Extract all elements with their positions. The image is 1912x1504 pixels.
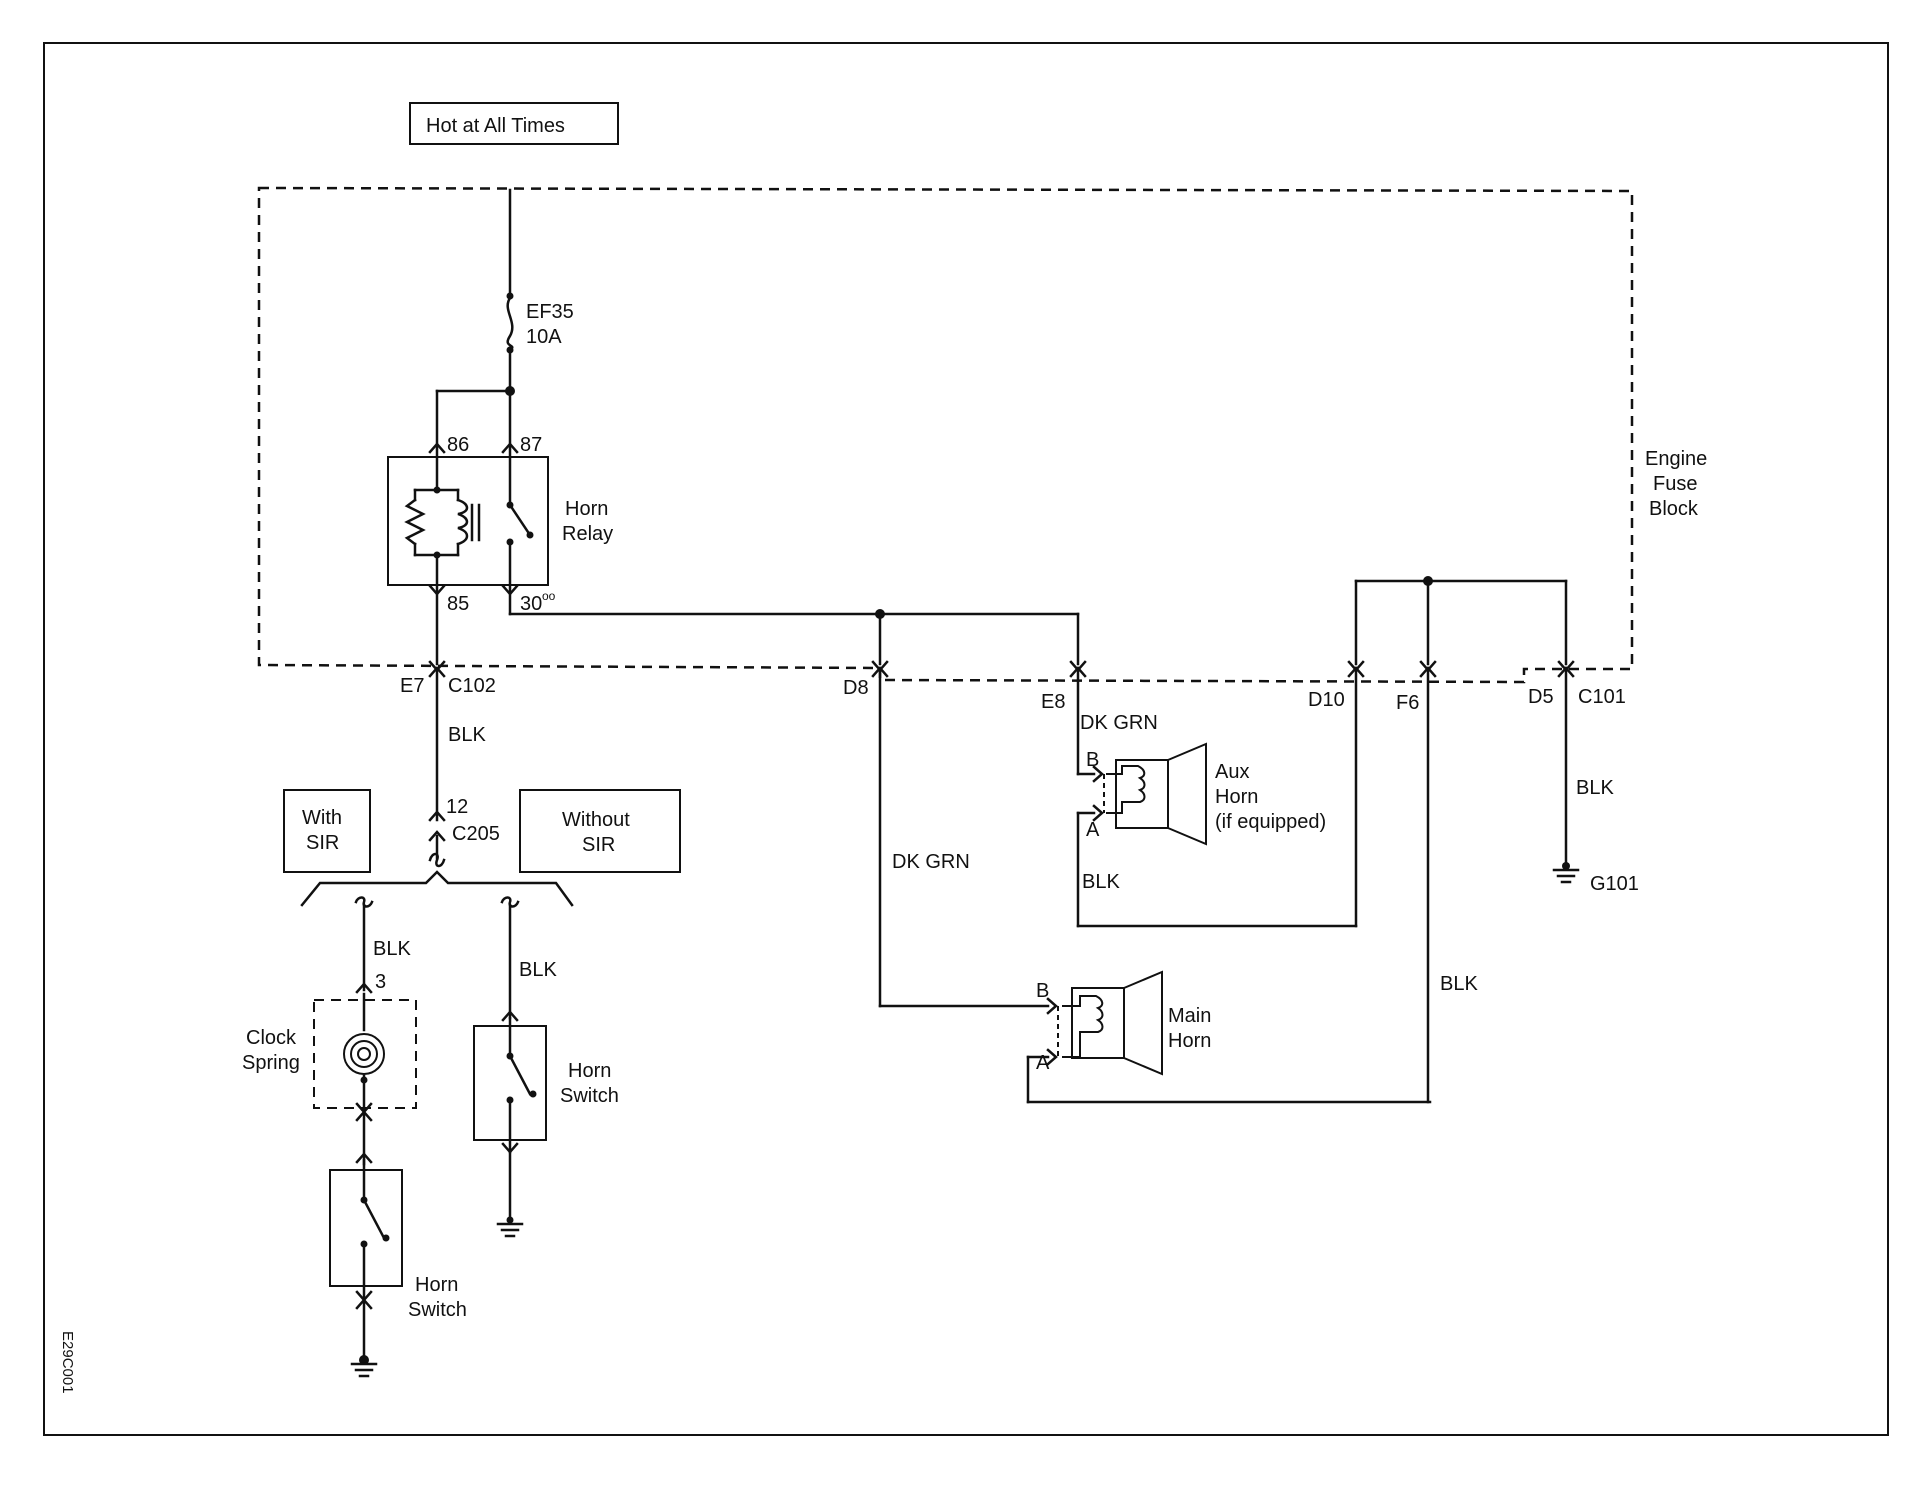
fuse-name: EF35	[526, 301, 574, 323]
relay-switch-contact	[508, 503, 532, 537]
ground-left-icon	[350, 1362, 378, 1378]
connector-e7: E7	[400, 675, 424, 697]
connector-e8: E8	[1041, 691, 1065, 713]
wire-blk-g101: BLK	[1576, 777, 1614, 799]
relay-coil-icon	[456, 498, 469, 546]
ground-g101-icon	[1552, 868, 1580, 884]
connector-d10: D10	[1308, 689, 1345, 711]
fuse-rating: 10A	[526, 326, 562, 348]
aux-horn-label-3: (if equipped)	[1215, 811, 1326, 833]
connector-c102: C102	[448, 675, 496, 697]
aux-horn-label-1: Aux	[1215, 761, 1249, 783]
horn-relay-box	[387, 456, 549, 586]
wire-blk-left: BLK	[373, 938, 411, 960]
ground-right-icon	[496, 1222, 524, 1238]
relay-pin-86: 86	[447, 434, 469, 456]
without-sir-box	[519, 789, 681, 873]
connector-d5: D5	[1528, 686, 1554, 708]
aux-horn-pin-b: B	[1086, 749, 1099, 771]
with-sir-box	[283, 789, 371, 873]
clock-spring-icon	[343, 1033, 385, 1075]
wire-blk-aux: BLK	[1082, 871, 1120, 893]
horn-switch-right-contact	[508, 1054, 532, 1096]
connector-d8: D8	[843, 677, 869, 699]
main-horn-label-2: Horn	[1168, 1030, 1211, 1052]
wire-blk-f6: BLK	[1440, 973, 1478, 995]
connector-f6: F6	[1396, 692, 1419, 714]
clock-spring-label-2: Spring	[242, 1052, 300, 1074]
wire-blk-right: BLK	[519, 959, 557, 981]
relay-pin-85: 85	[447, 593, 469, 615]
clock-spring-label-1: Clock	[246, 1027, 297, 1049]
engine-fuse-block-label-3: Block	[1649, 498, 1699, 520]
horn-switch-left-label-2: Switch	[408, 1299, 467, 1321]
horn-switch-left-box	[329, 1169, 403, 1287]
with-sir-label-2: SIR	[306, 832, 339, 854]
horn-switch-right-label-1: Horn	[568, 1060, 611, 1082]
power-source-box	[409, 102, 619, 145]
with-sir-label-1: With	[302, 807, 342, 829]
horn-switch-right-label-2: Switch	[560, 1085, 619, 1107]
svg-text:oo: oo	[542, 589, 556, 603]
wire-dkgrn-aux: DK GRN	[1080, 712, 1158, 734]
main-horn-icon	[1062, 970, 1163, 1076]
without-sir-label-1: Without	[562, 809, 630, 831]
horn-relay-label-2: Relay	[562, 523, 613, 545]
wire-blk-main: BLK	[448, 724, 486, 746]
fuse-ef35-icon	[506, 296, 514, 352]
engine-fuse-block-label-2: Fuse	[1653, 473, 1697, 495]
connector-pin-12: 12	[446, 796, 468, 818]
main-horn-pin-a: A	[1036, 1052, 1050, 1074]
aux-horn-pin-a: A	[1086, 819, 1100, 841]
main-horn-pin-b: B	[1036, 980, 1049, 1002]
wire-dkgrn-main: DK GRN	[892, 851, 970, 873]
without-sir-label-2: SIR	[582, 834, 615, 856]
horn-switch-left-contact	[362, 1198, 386, 1240]
ground-g101-label: G101	[1590, 873, 1639, 895]
engine-fuse-block-label-1: Engine	[1645, 448, 1707, 470]
option-bracket	[300, 870, 574, 907]
connector-c205: C205	[452, 823, 500, 845]
aux-horn-icon	[1106, 742, 1207, 846]
connector-c101: C101	[1578, 686, 1626, 708]
clock-spring-pin-3: 3	[375, 971, 386, 993]
engine-fuse-block-outline	[257, 186, 1634, 684]
main-horn-label-1: Main	[1168, 1005, 1211, 1027]
horn-relay-label-1: Horn	[565, 498, 608, 520]
power-source-label: Hot at All Times	[426, 115, 565, 137]
relay-pin-30: 30	[520, 593, 542, 615]
aux-horn-label-2: Horn	[1215, 786, 1258, 808]
horn-switch-left-label-1: Horn	[415, 1274, 458, 1296]
relay-resistor-icon	[404, 498, 426, 546]
relay-pin-87: 87	[520, 434, 542, 456]
diagram-frame	[43, 42, 1889, 1436]
drawing-code: E29C001	[59, 1331, 76, 1394]
